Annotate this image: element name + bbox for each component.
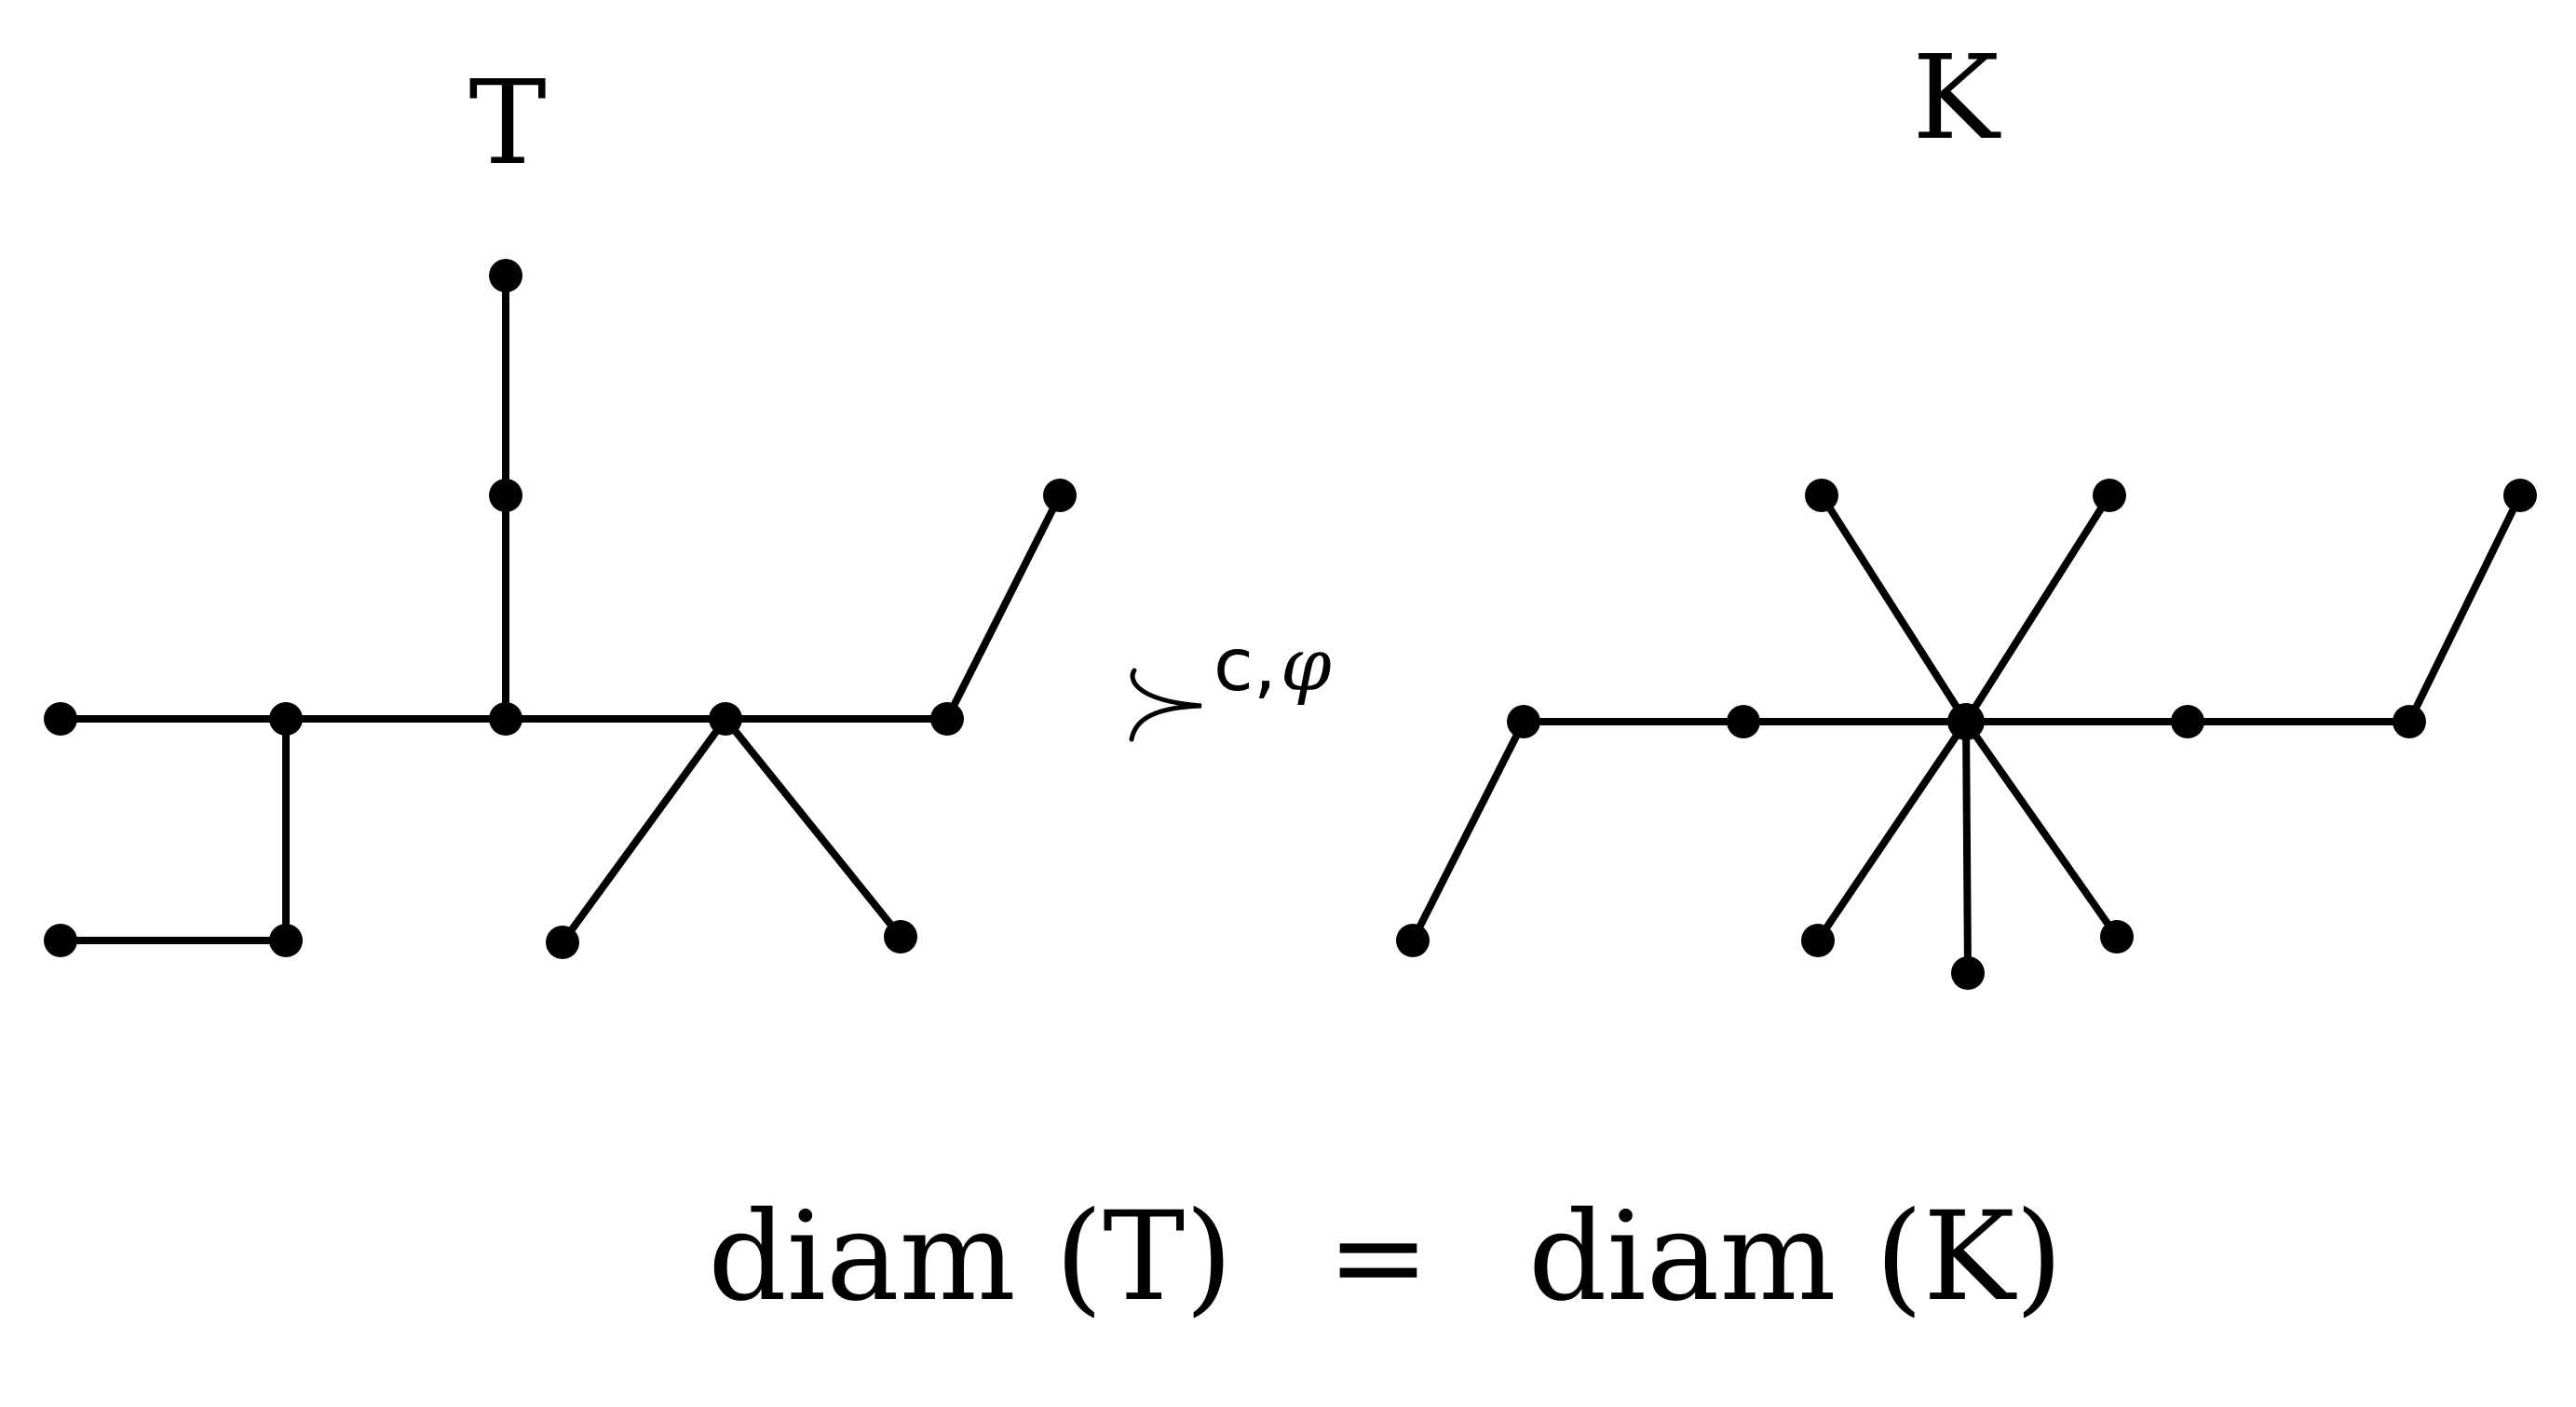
tree-k-node [2503,479,2537,512]
tree-k-edge [2406,492,2524,725]
tree-t: T [44,56,1077,959]
tree-t-edge [943,492,1064,723]
tree-k-node [2100,920,2134,954]
tree-k-node [1801,924,1835,957]
tree-k: K [1396,31,2537,990]
tree-t-edge [722,715,904,940]
tree-t-node [269,702,303,736]
tree-t-node [884,920,917,954]
tree-t-node [1043,479,1077,512]
tree-t-node [546,926,579,959]
tree-t-node [709,702,742,736]
tree-k-node [1727,705,1760,738]
tree-k-node [1951,956,1985,990]
tree-t-node [489,259,522,292]
tree-k-node [2393,705,2426,738]
tree-k-edge [1962,718,2121,940]
tree-k-node [2093,479,2126,512]
tree-k-label: K [1912,31,2001,166]
tree-k-node [1947,703,1985,740]
tree-k-edge [1409,718,1527,944]
tree-k-edge [1814,718,1970,944]
relation-superscript-c: c, [1213,624,1277,708]
tree-k-node [1805,479,1838,512]
tree-t-nodes [44,259,1077,959]
tree-k-nodes [1396,479,2537,990]
tree-t-node [489,702,522,736]
tree-k-node [1396,924,1430,957]
tree-t-edge [559,715,729,946]
relation-superscript-phi: φ [1281,624,1332,708]
succ-curly-relation-icon [1129,668,1202,742]
equation-rhs: diam (K) [1528,1185,2063,1329]
tree-t-edges [57,272,1064,946]
tree-k-edge [1962,718,1972,977]
tree-k-node [2171,705,2204,738]
tree-t-label: T [468,56,546,191]
tree-t-node [44,924,77,957]
tree-t-node [269,924,303,957]
diameter-equation: diam (T) = diam (K) [708,1185,2063,1329]
tree-k-edge [1818,492,1970,725]
tree-k-edge [1962,492,2113,725]
equation-lhs: diam (T) [708,1185,1233,1329]
tree-t-node [44,702,77,736]
tree-k-node [1507,705,1540,738]
tree-t-node [930,702,964,736]
equation-equals: = [1327,1185,1430,1329]
tree-t-node [489,479,522,512]
relation-symbol: c, φ [1129,624,1332,742]
